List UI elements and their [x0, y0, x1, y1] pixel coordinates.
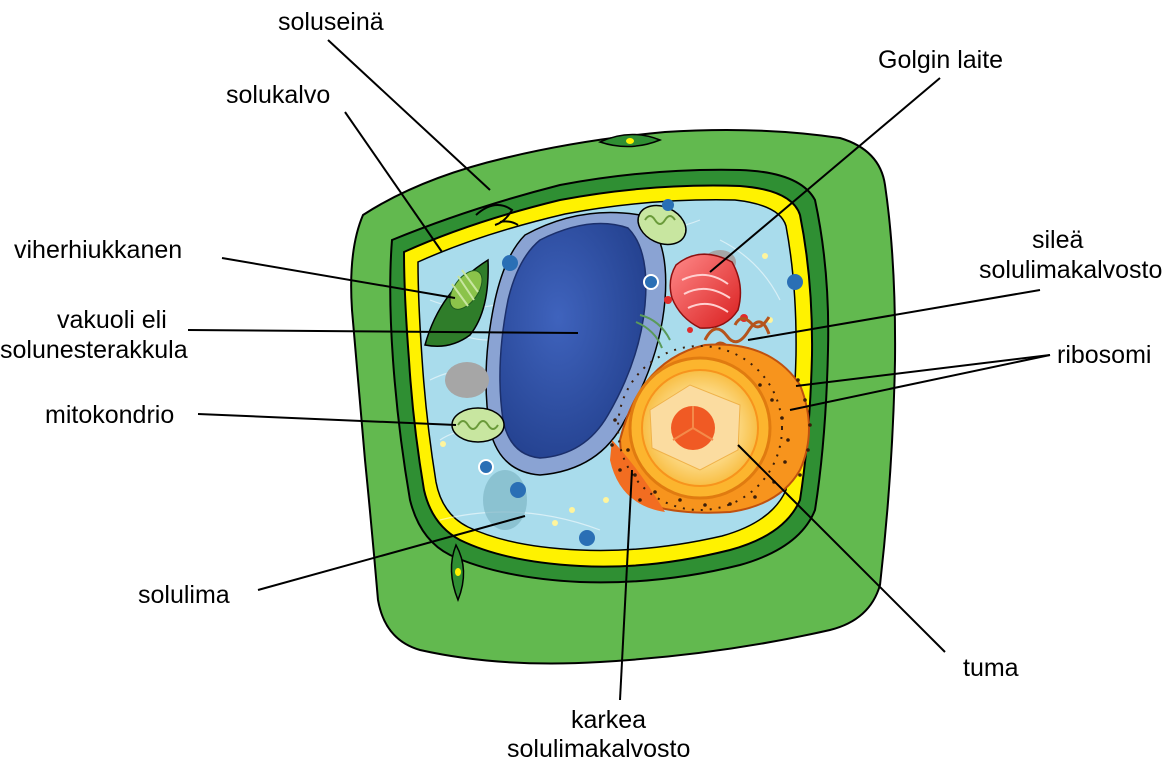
label-soluseina: soluseinä: [278, 8, 384, 36]
label-silea-1: sileä: [1032, 226, 1084, 254]
label-solukalvo: solukalvo: [226, 81, 330, 109]
label-tuma: tuma: [963, 654, 1019, 682]
label-solulima: solulima: [138, 581, 230, 609]
label-vakuoli-1: vakuoli eli: [57, 306, 167, 334]
nucleus: [630, 358, 770, 498]
label-karkea-1: karkea: [571, 706, 646, 734]
label-viherhiukkanen: viherhiukkanen: [14, 236, 182, 264]
mitochondrion-left: [452, 408, 504, 442]
label-ribosomi: ribosomi: [1057, 341, 1151, 369]
label-mitokondrio: mitokondrio: [45, 401, 174, 429]
label-golgi: Golgin laite: [878, 46, 1003, 74]
leader-soluseina: [328, 40, 490, 190]
label-silea-2: solulimakalvosto: [979, 256, 1162, 284]
grey-body-left: [445, 362, 489, 398]
label-karkea-2: solulimakalvosto: [507, 735, 690, 763]
label-vakuoli-2: solunesterakkula: [0, 336, 188, 364]
